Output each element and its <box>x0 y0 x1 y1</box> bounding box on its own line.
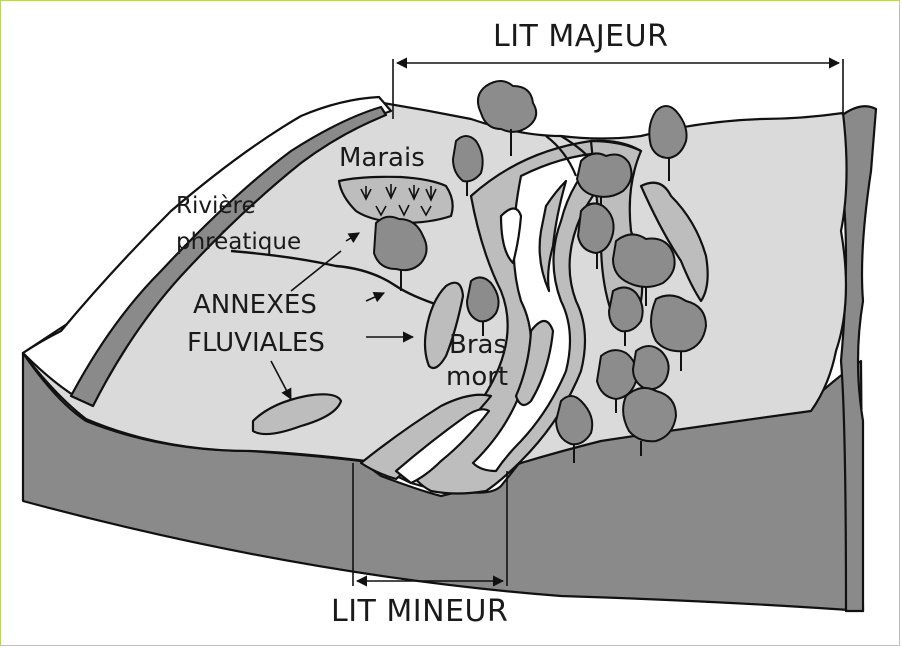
annexes-label-line1: ANNEXES <box>193 290 317 320</box>
riviere-label-line2: phréatique <box>176 229 301 255</box>
bras-label-line2: mort <box>446 362 508 392</box>
lit-mineur-label: LIT MINEUR <box>331 594 508 629</box>
lit-majeur-label: LIT MAJEUR <box>493 19 668 54</box>
riviere-label-line1: Rivière <box>176 193 256 219</box>
bras-label-line1: Bras <box>449 330 507 360</box>
lit-majeur-dimension <box>393 59 843 119</box>
marais-label: Marais <box>339 143 425 173</box>
annexes-label-line2: FLUVIALES <box>187 328 325 358</box>
